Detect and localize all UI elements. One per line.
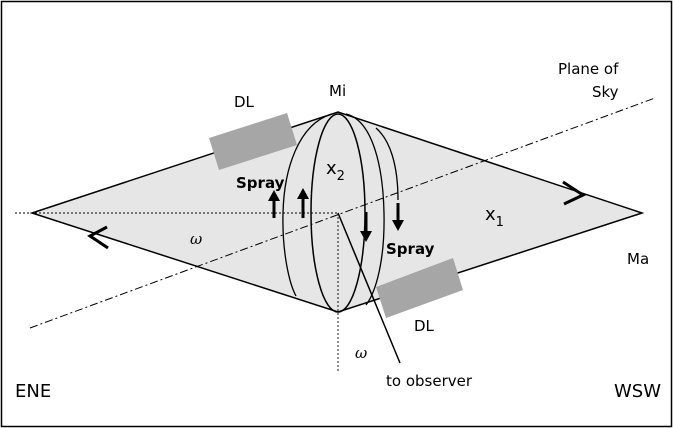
ene-label: ENE [15,381,51,402]
ring-arrow-up-head [297,188,309,199]
rotation-arrow-right [562,180,587,206]
arc-right [345,113,385,306]
spray-arrow-left-head [268,190,280,201]
mi-label: Mi [329,82,346,100]
observer-line [337,212,401,364]
dl-region-top [209,113,297,170]
dl-label-top: DL [234,93,255,111]
rotation-arrow-left [87,225,109,250]
spray-label-left: Spray [236,174,285,192]
disk-plane [29,111,645,313]
plane-of-sky-line [29,97,656,329]
x1-label: x1 [485,204,504,230]
plane-of-sky-label-1: Plane of [558,60,619,78]
omega-label-bottom: ω [355,344,367,362]
wsw-label: WSW [614,381,661,402]
spray-label-right: Spray [386,240,435,258]
ma-label: Ma [627,250,649,268]
dl-label-bottom: DL [414,317,435,335]
spray-arc-right [375,127,399,201]
omega-label-left: ω [190,230,202,248]
ring-arrow-down-head [360,231,372,242]
spray-arrow-right-head [392,220,404,231]
x2-label: x2 [326,158,345,184]
to-observer-label: to observer [386,372,473,390]
dl-region-bottom [376,258,463,318]
plane-of-sky-label-2: Sky [592,83,619,101]
